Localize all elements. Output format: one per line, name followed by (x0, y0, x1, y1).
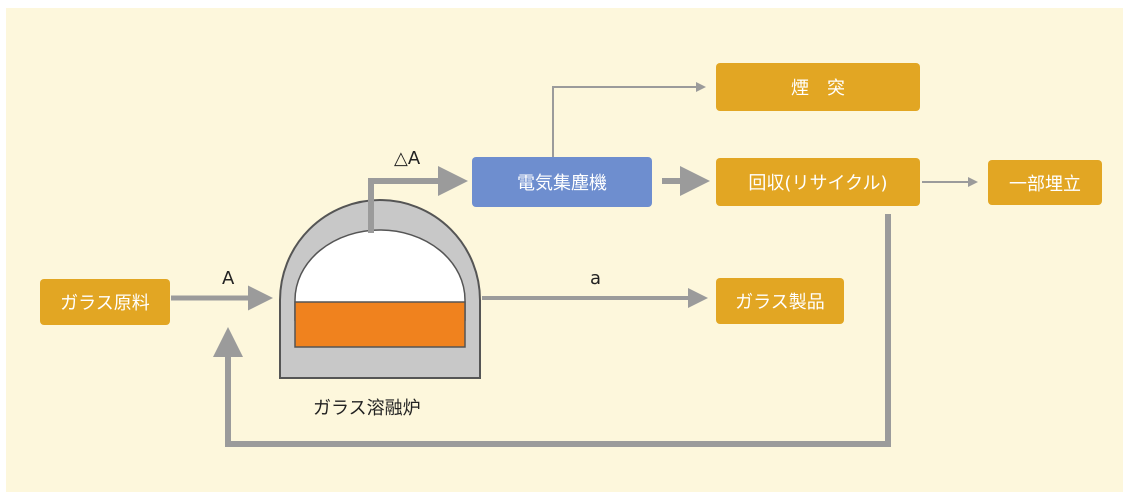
node-recovery: 回収(リサイクル) (716, 158, 920, 206)
arrow-recycle-return (213, 214, 891, 447)
node-product: ガラス製品 (716, 278, 844, 324)
arrow-precipitator-to-chimney (552, 82, 706, 157)
node-chimney: 煙 突 (716, 63, 920, 111)
node-raw-material: ガラス原料 (40, 279, 170, 325)
node-chimney-label: 煙 突 (791, 78, 845, 99)
furnace-icon (279, 199, 481, 379)
arrow-furnace-to-precipitator (368, 166, 468, 233)
node-raw-material-label: ガラス原料 (60, 293, 150, 314)
flow-label-to-precipitator: △A (394, 148, 421, 169)
flow-label-to-product: a (590, 268, 602, 289)
node-recovery-label: 回収(リサイクル) (748, 173, 888, 194)
node-precipitator: 電気集塵機 (472, 157, 652, 207)
node-product-label: ガラス製品 (735, 292, 825, 313)
furnace-label: ガラス溶融炉 (313, 398, 421, 419)
diagram-canvas (6, 8, 1123, 492)
node-landfill-label: 一部埋立 (1009, 173, 1081, 195)
node-landfill: 一部埋立 (988, 160, 1102, 205)
node-precipitator-label: 電気集塵機 (517, 173, 607, 194)
flow-label-input: A (222, 268, 235, 289)
